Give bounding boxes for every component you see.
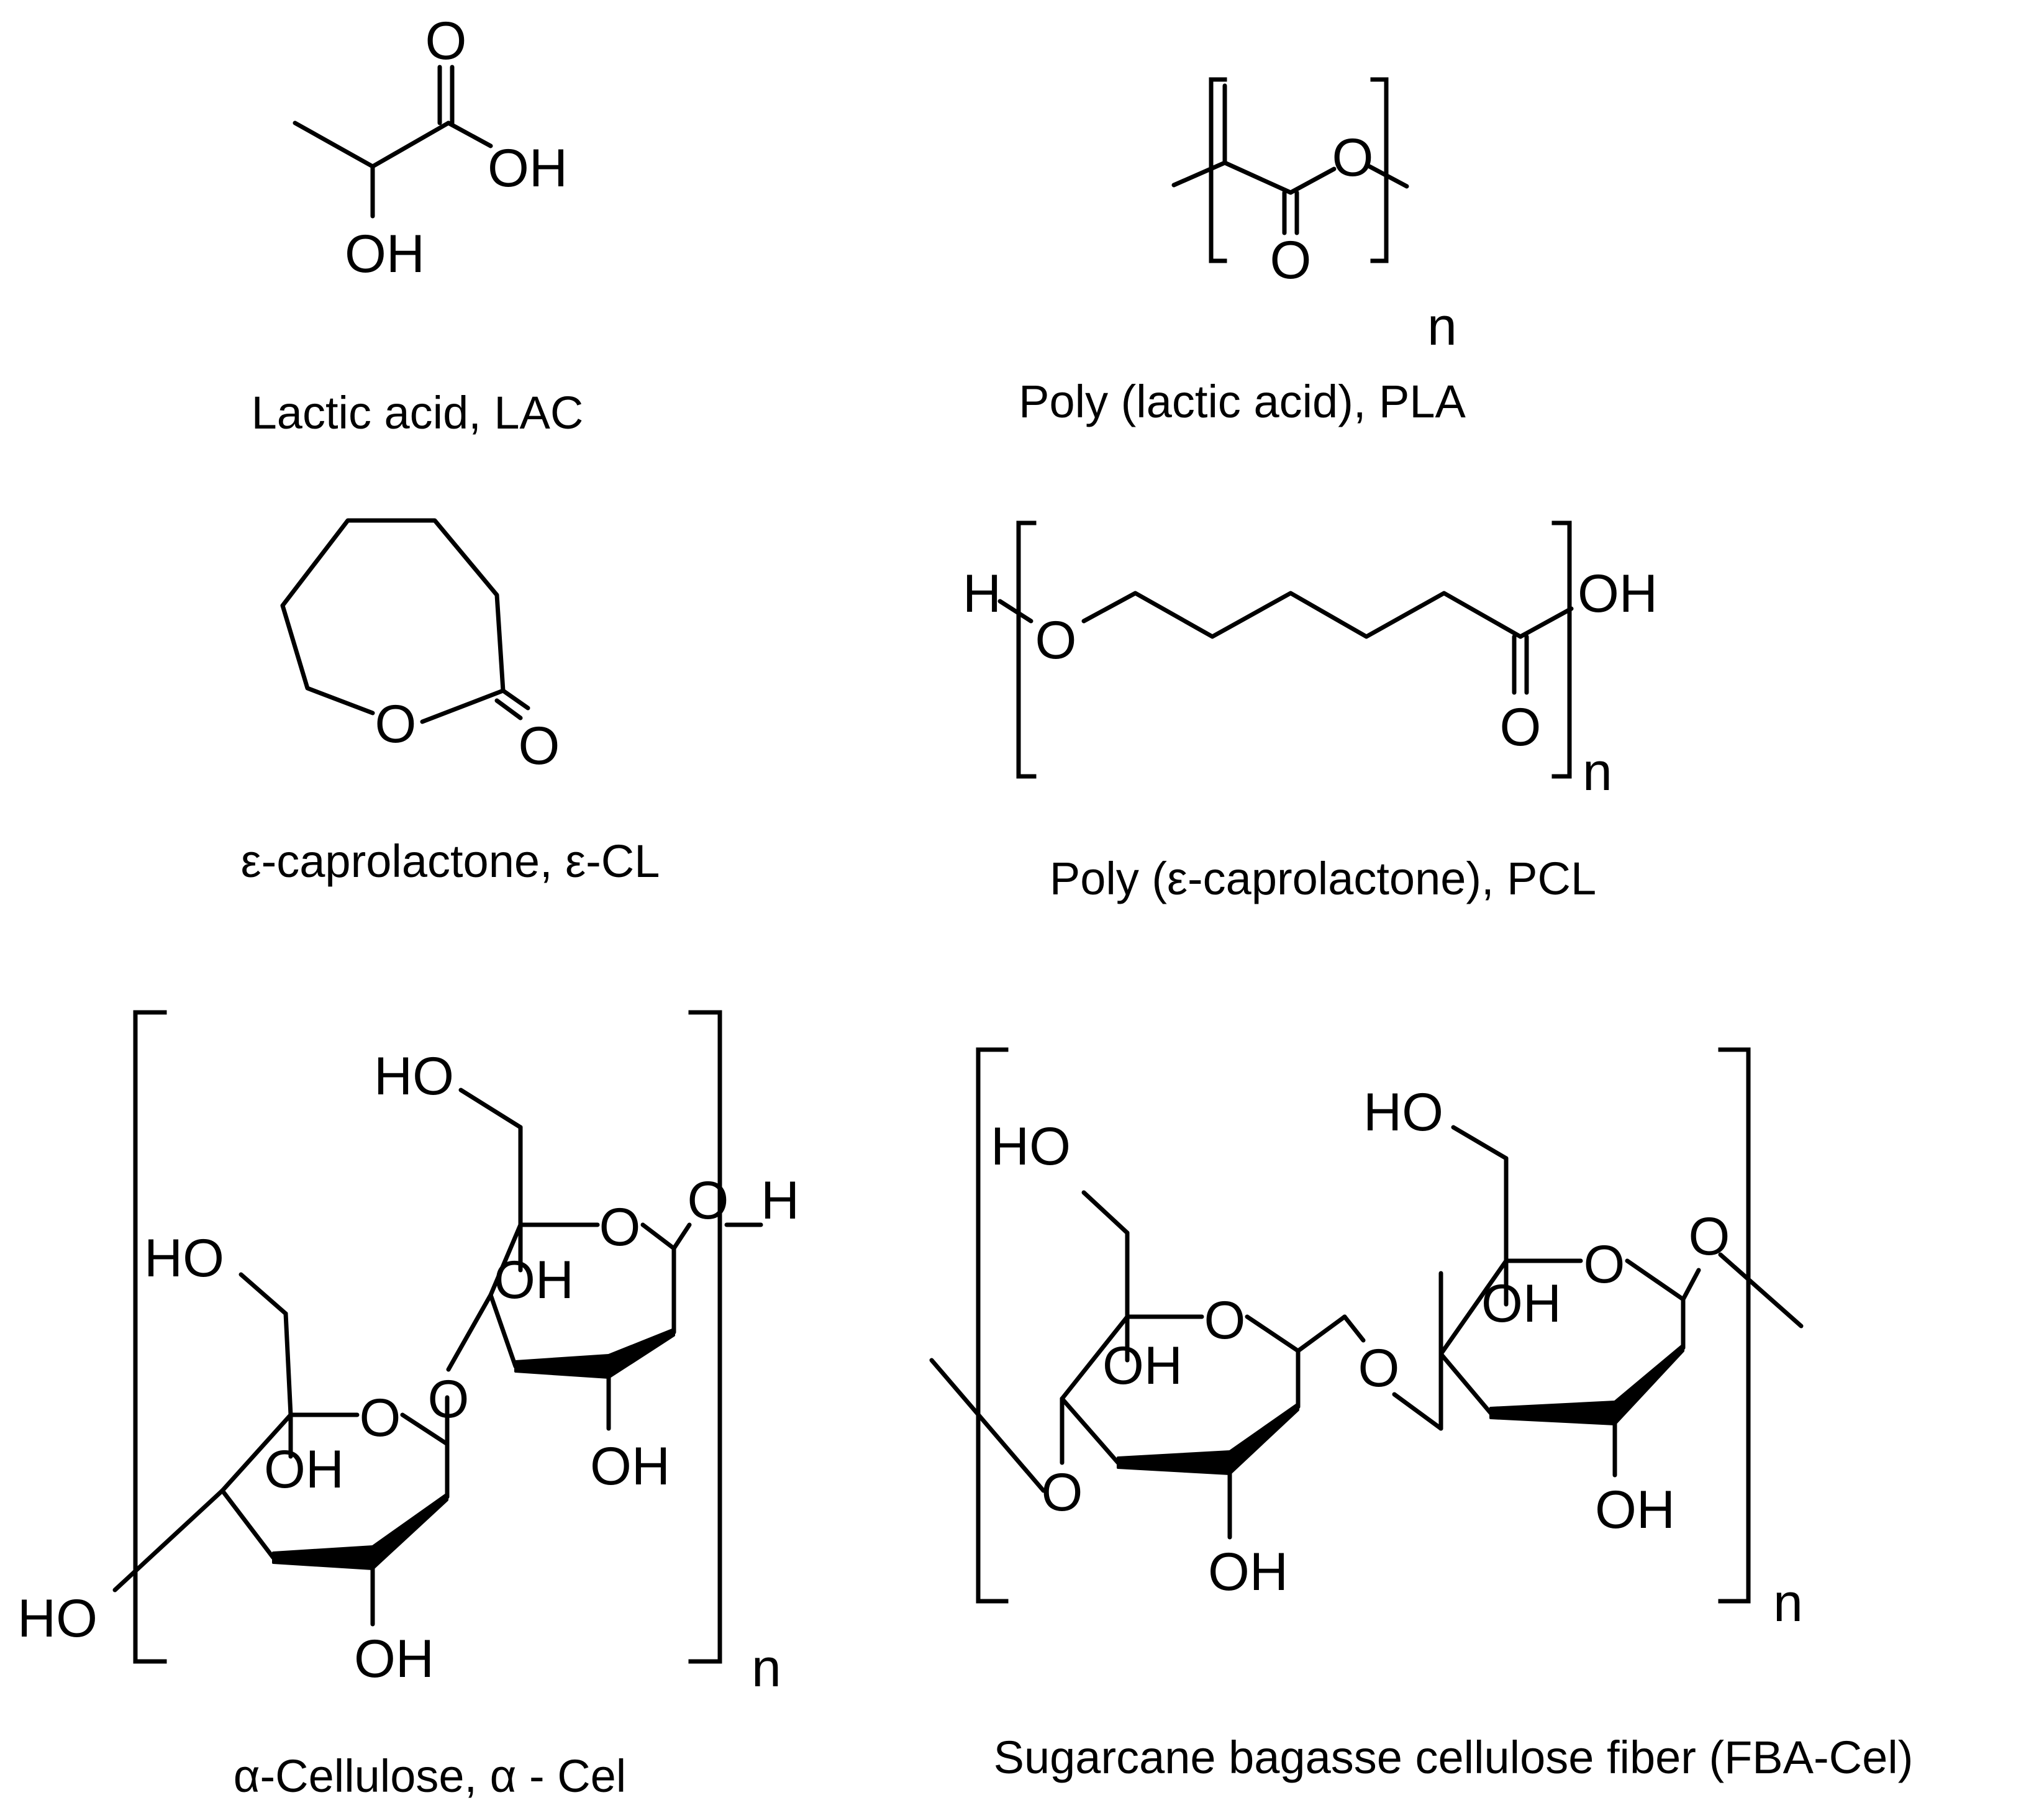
pla-carbonyl-oxygen: O (1270, 230, 1312, 290)
fba-cellulose-structure: HO O OH OH O O HO O OH OH O n Sugarcane … (929, 1047, 1914, 1783)
pla-structure: O O n Poly (lactic acid), PLA (1019, 77, 1466, 427)
pcl-end-hydrogen: H (963, 564, 1001, 624)
acel-ring1-end-hydroxyl: HO (17, 1589, 98, 1648)
fba-end-oxygen: O (1689, 1207, 1730, 1266)
fba-cellulose-brackets (976, 1047, 1751, 1604)
acel-ring1-ch2oh: HO (144, 1229, 224, 1288)
fba-ring2-oxygen: O (1584, 1235, 1625, 1294)
pcl-structure: H O OH O n Poly (ε-caprolactone), PCL (963, 520, 1658, 904)
acel-ring2-oxygen: O (599, 1197, 641, 1257)
lactic-acid-bonds (293, 65, 493, 219)
caprolactone-structure: O O ε-caprolactone, ε-CL (241, 518, 660, 887)
pcl-bonds (997, 591, 1574, 695)
alpha-cellulose-structure: HO O OH OH HO O HO O OH OH O H n α-Cellu… (17, 1010, 799, 1802)
lactic-acid-structure: O OH OH Lactic acid, LAC (252, 11, 584, 438)
fba-cellulose-caption: Sugarcane bagasse cellulose fiber (FBA-C… (994, 1732, 1914, 1783)
alpha-cellulose-wedges (272, 1328, 675, 1570)
fba-ring1-oh2: OH (1208, 1542, 1288, 1602)
lac-hydroxyl-group: OH (488, 139, 568, 198)
lac-carbonyl-oxygen: O (425, 11, 467, 71)
pla-repeat-subscript: n (1427, 297, 1457, 357)
fba-cellulose-bonds (929, 1125, 1804, 1540)
fba-ring2-oh3: OH (1481, 1274, 1561, 1333)
fba-ring1-oxygen: O (1204, 1291, 1246, 1350)
acel-glycosidic-oxygen: O (428, 1370, 470, 1429)
pcl-brackets (1016, 520, 1572, 779)
pcl-caption: Poly (ε-caprolactone), PCL (1050, 853, 1596, 904)
caprolactone-ring-oxygen: O (375, 694, 417, 754)
pla-ester-oxygen: O (1332, 128, 1374, 188)
acel-ring1-oh2: OH (354, 1629, 434, 1689)
caprolactone-caption: ε-caprolactone, ε-CL (241, 835, 660, 887)
lac-caption: Lactic acid, LAC (252, 387, 584, 438)
pla-caption: Poly (lactic acid), PLA (1019, 376, 1466, 427)
pcl-carbonyl-oxygen: O (1500, 697, 1542, 757)
fba-ring1-ch2oh: HO (991, 1117, 1071, 1176)
fba-cellulose-wedges (1117, 1343, 1684, 1475)
alpha-cellulose-brackets (133, 1010, 722, 1664)
acel-end-hydrogen: H (761, 1171, 799, 1230)
acel-ring2-oh3: OH (494, 1250, 574, 1310)
fba-repeat-subscript: n (1773, 1573, 1803, 1633)
alpha-cellulose-caption: α-Cellulose, α - Cel (234, 1750, 627, 1802)
caprolactone-ring-bonds (280, 518, 530, 724)
pcl-repeat-subscript: n (1583, 742, 1612, 802)
pcl-ester-oxygen: O (1035, 611, 1077, 670)
acel-end-oxygen: O (688, 1171, 729, 1230)
pla-bonds (1171, 83, 1409, 235)
acel-ring1-oh3: OH (264, 1440, 344, 1499)
acel-repeat-subscript: n (752, 1638, 781, 1698)
fba-ring2-oh2: OH (1595, 1480, 1675, 1540)
acel-ring2-oh2: OH (590, 1437, 670, 1496)
caprolactone-carbonyl-oxygen: O (519, 716, 560, 776)
pcl-end-hydroxyl: OH (1578, 564, 1658, 624)
fba-ring1-o4: O (1042, 1463, 1083, 1522)
fba-ring2-ch2oh: HO (1363, 1083, 1443, 1142)
acel-ring1-oxygen: O (360, 1388, 401, 1448)
alpha-cellulose-bonds (112, 1088, 763, 1627)
acel-ring2-ch2oh: HO (374, 1047, 454, 1106)
fba-ring1-oh3: OH (1102, 1336, 1183, 1396)
lac-alpha-hydroxyl-group: OH (345, 224, 425, 284)
fba-glycosidic-oxygen: O (1358, 1338, 1400, 1398)
